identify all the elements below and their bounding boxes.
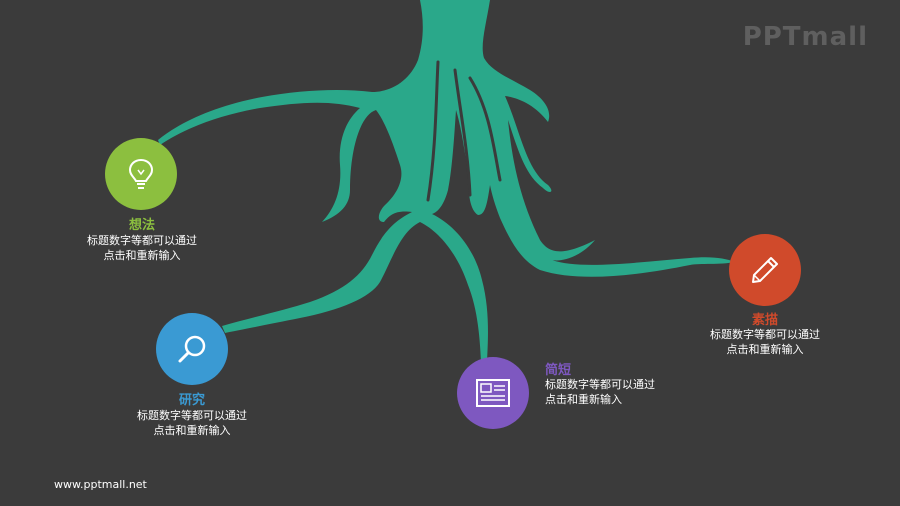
sketch-desc: 标题数字等都可以通过 点击和重新输入 [685,327,845,357]
brief-title: 简短 [545,363,572,378]
idea-desc: 标题数字等都可以通过 点击和重新输入 [62,233,222,263]
magnifier-icon [178,335,206,363]
brand-logo: PPTmall [742,22,868,52]
sketch-icon-circle [729,234,801,306]
brief-desc-line2: 点击和重新输入 [545,393,622,406]
research-desc-line1: 标题数字等都可以通过 [137,409,247,422]
research-icon-circle [156,313,228,385]
footer-url: www.pptmall.net [54,478,147,491]
brief-icon-circle [457,357,529,429]
lightbulb-icon [128,158,154,189]
sketch-desc-line2: 点击和重新输入 [726,343,804,356]
research-title: 研究 [178,393,205,408]
sketch-desc-line1: 标题数字等都可以通过 [710,328,820,341]
pencil-icon [752,257,778,283]
brief-desc: 标题数字等都可以通过 点击和重新输入 [545,377,705,407]
research-desc-line2: 点击和重新输入 [153,424,231,437]
idea-icon-circle [105,138,177,210]
idea-title: 想法 [128,218,155,233]
document-icon [476,379,510,407]
idea-desc-line1: 标题数字等都可以通过 [87,234,197,247]
research-desc: 标题数字等都可以通过 点击和重新输入 [112,408,272,438]
sketch-title: 素描 [751,313,778,328]
idea-desc-line2: 点击和重新输入 [103,249,181,262]
brief-desc-line1: 标题数字等都可以通过 [545,378,655,391]
